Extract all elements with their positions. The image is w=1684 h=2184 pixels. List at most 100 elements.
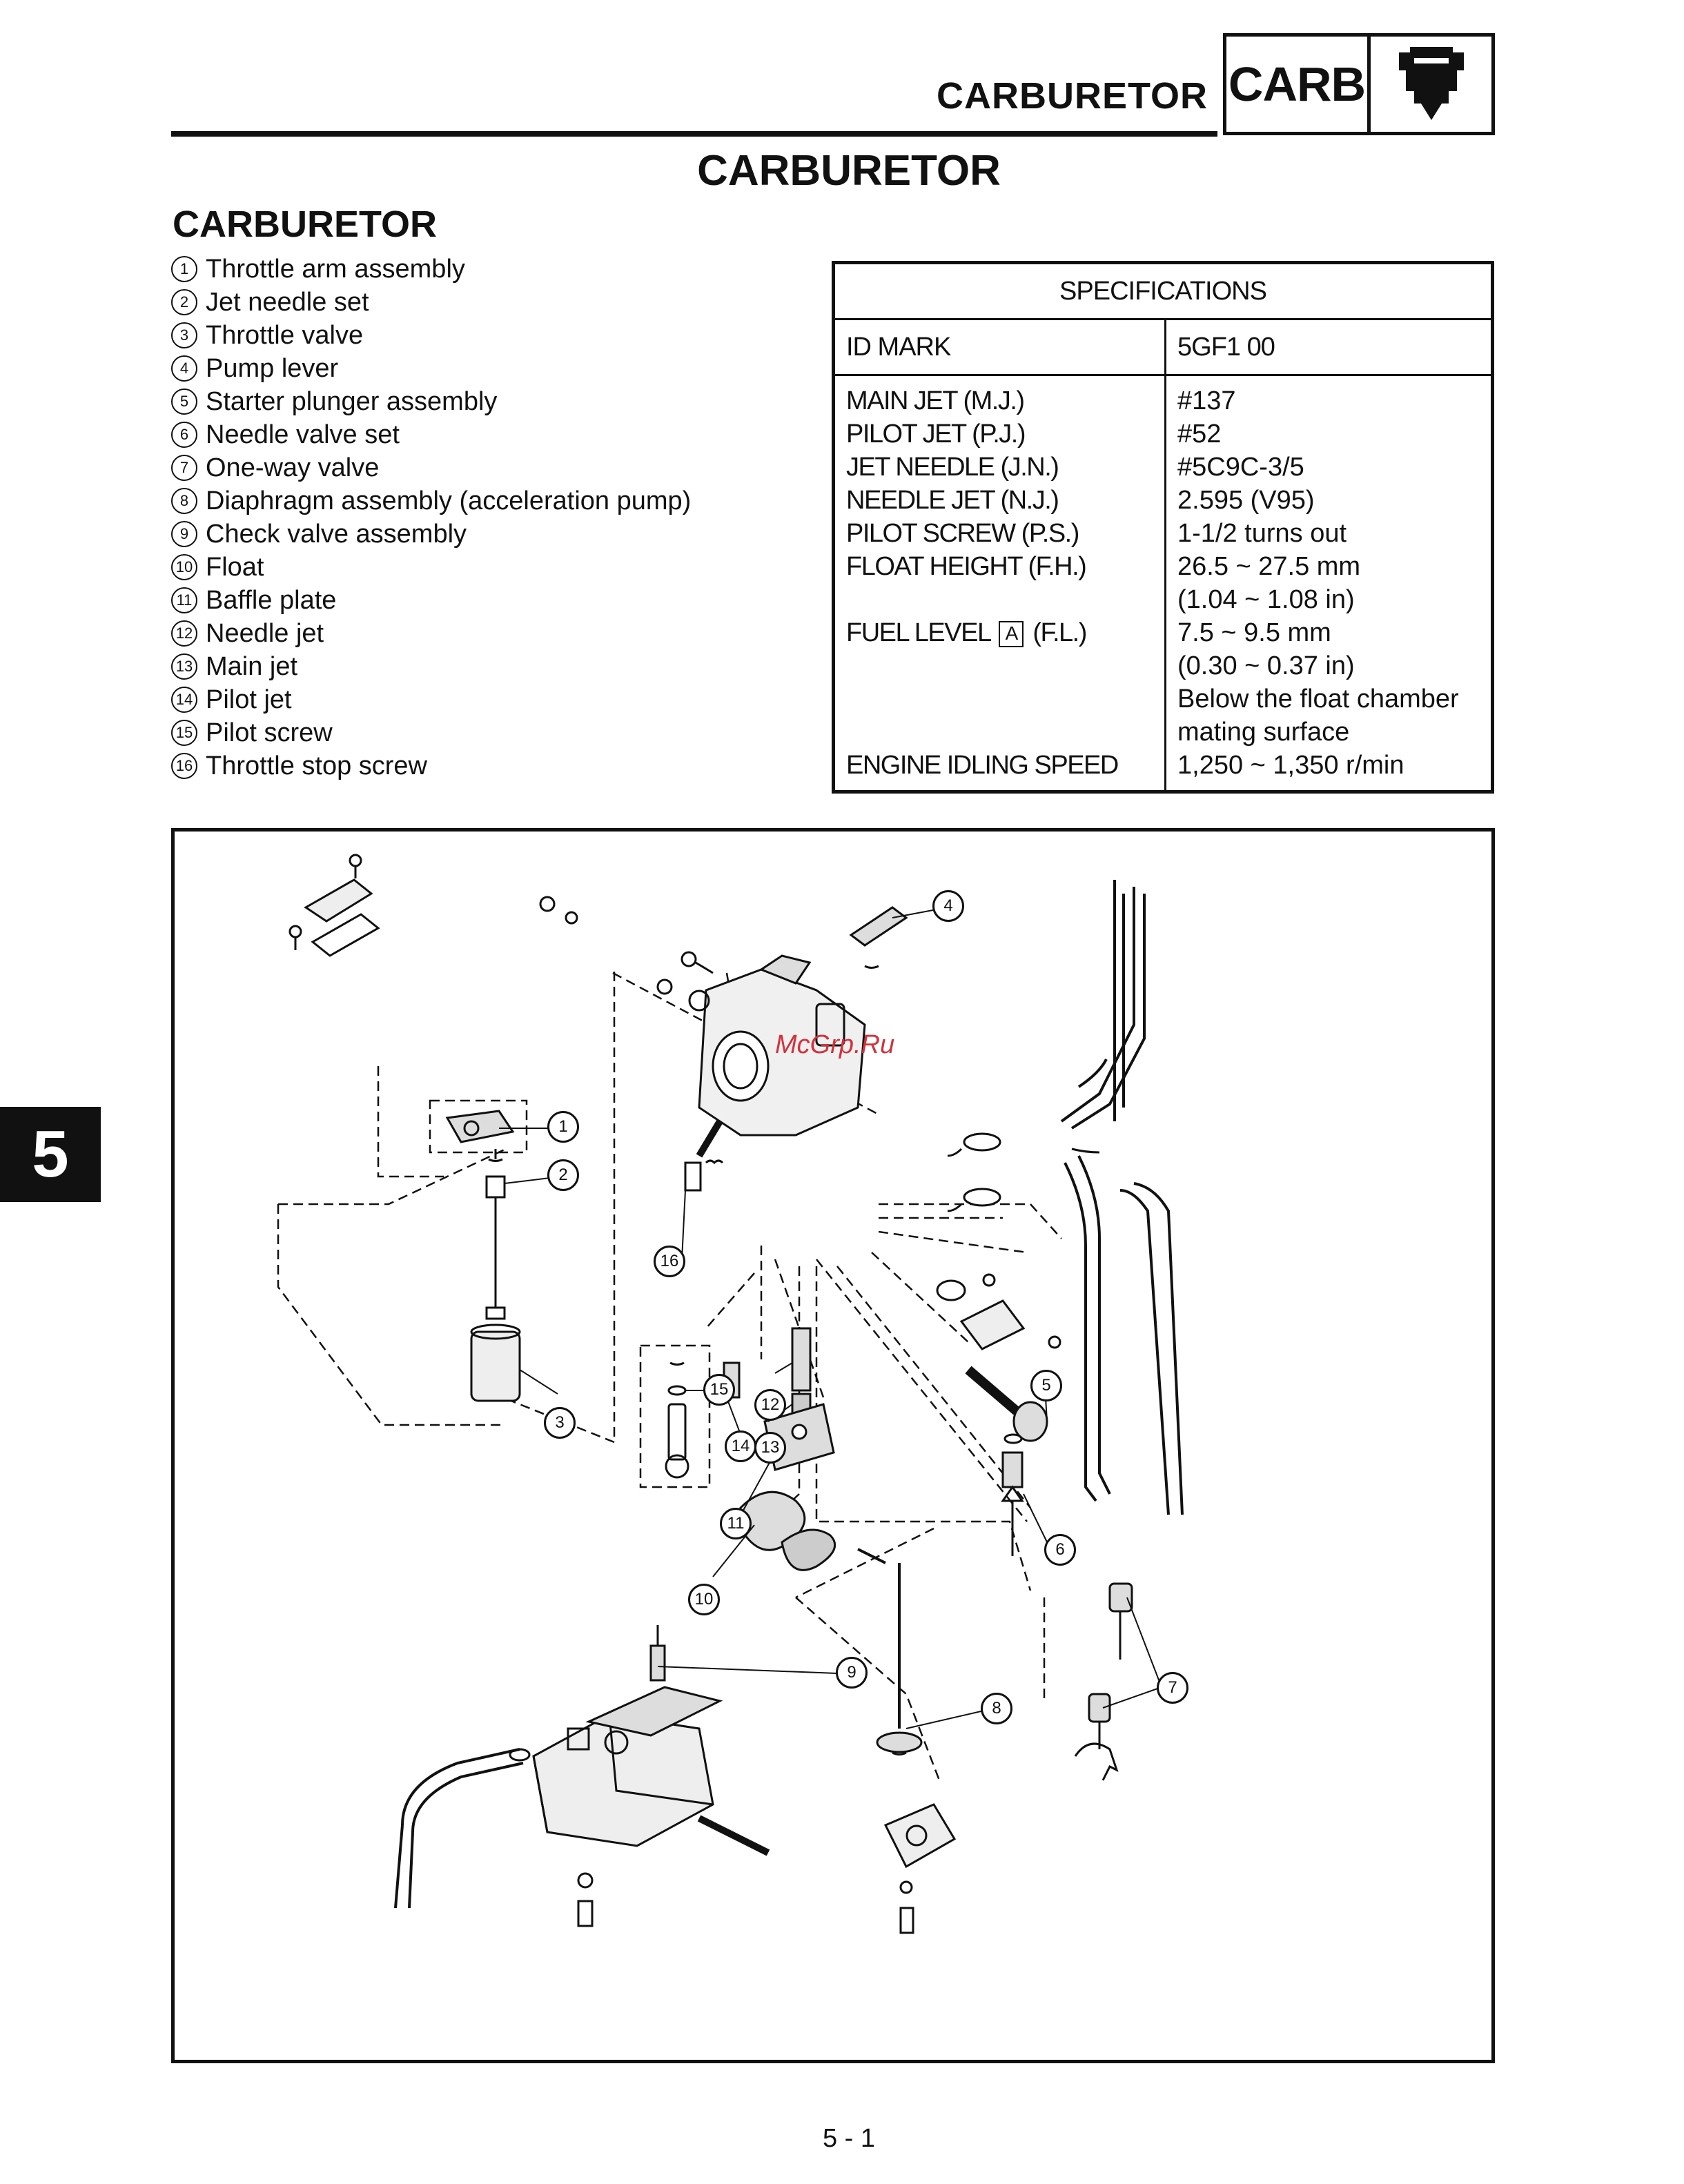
spec-label: ENGINE IDLING SPEED xyxy=(846,751,1119,780)
chapter-tab: 5 xyxy=(0,1107,101,1202)
running-header-title: CARBURETOR xyxy=(936,75,1208,117)
spec-label: NEEDLE JET (N.J.) xyxy=(846,486,1059,515)
legend-label: Throttle stop screw xyxy=(206,751,427,780)
spec-value: #137 xyxy=(1177,386,1236,415)
legend-label: Pilot jet xyxy=(206,685,292,714)
screw-icon xyxy=(539,896,556,912)
throttle-arm-group-box xyxy=(429,1099,528,1154)
spec-value: #52 xyxy=(1177,420,1222,449)
specifications-table: SPECIFICATIONS ID MARK 5GF1 00 MAIN JET … xyxy=(832,261,1494,794)
legend-label: Baffle plate xyxy=(206,586,337,615)
chapter-code: CARB xyxy=(1226,37,1371,132)
legend-number: 13 xyxy=(171,653,197,680)
callout-10: 10 xyxy=(688,1584,720,1615)
legend-item: 9 Check valve assembly xyxy=(171,518,691,551)
callout-9: 9 xyxy=(836,1657,868,1689)
legend-number: 11 xyxy=(171,587,197,613)
spec-label: MAIN JET (M.J.) xyxy=(846,386,1025,415)
legend-item: 11 Baffle plate xyxy=(171,584,691,617)
spec-value: 2.595 (V95) xyxy=(1177,486,1315,515)
spring-icon xyxy=(488,1158,503,1162)
watermark-text: McGrp.Ru xyxy=(775,1030,895,1059)
legend-label: Throttle arm assembly xyxy=(206,255,465,284)
legend-label: Jet needle set xyxy=(206,288,369,317)
float xyxy=(739,1491,806,1551)
spec-label: PILOT JET (P.J.) xyxy=(846,420,1026,449)
legend-number: 14 xyxy=(171,687,197,713)
callout-14: 14 xyxy=(725,1430,756,1462)
legend-label: Check valve assembly xyxy=(206,520,467,549)
one-way-valve xyxy=(1108,1582,1133,1613)
spec-label: JET NEEDLE (J.N.) xyxy=(846,453,1059,482)
legend-number: 3 xyxy=(171,322,197,348)
dimension-mark-a: A xyxy=(999,620,1024,647)
screw-icon xyxy=(577,1900,594,1927)
legend-number: 16 xyxy=(171,753,197,779)
spec-value: Below the float chamber xyxy=(1177,685,1459,714)
screw-icon xyxy=(899,1907,914,1934)
needle-clip xyxy=(485,1175,506,1199)
throttle-arm xyxy=(445,1110,515,1143)
callout-13: 13 xyxy=(754,1432,786,1464)
spec-values-column: #137 #52 #5C9C-3/5 2.595 (V95) 1-1/2 tur… xyxy=(1166,376,1491,790)
legend-number: 9 xyxy=(171,521,197,547)
legend-number: 6 xyxy=(171,422,197,448)
spec-value: #5C9C-3/5 xyxy=(1177,453,1304,482)
callout-1: 1 xyxy=(547,1111,579,1143)
legend-number: 7 xyxy=(171,455,197,481)
spec-label: FLOAT HEIGHT (F.H.) xyxy=(846,552,1087,581)
callout-8: 8 xyxy=(981,1693,1012,1724)
carburetor-icon xyxy=(1371,37,1491,132)
throttle-valve xyxy=(470,1330,521,1402)
diaphragm xyxy=(876,1731,923,1753)
float-pin xyxy=(857,1548,886,1564)
spec-label-fuel-level: FUEL LEVEL A (F.L.) xyxy=(846,616,1164,649)
spec-value: 1,250 ~ 1,350 r/min xyxy=(1177,751,1404,780)
pump-cover xyxy=(883,1803,957,1869)
legend-label: One-way valve xyxy=(206,453,380,482)
legend-number: 8 xyxy=(171,488,197,514)
needle-jet xyxy=(791,1327,812,1392)
cover-gasket xyxy=(311,913,380,957)
legend-number: 5 xyxy=(171,388,197,415)
callout-7: 7 xyxy=(1157,1672,1188,1704)
page-number: 5 - 1 xyxy=(822,2124,876,2153)
screw-icon xyxy=(288,925,302,938)
legend-item: 7 One-way valve xyxy=(171,451,691,484)
screw-icon xyxy=(577,1872,594,1889)
legend-label: Starter plunger assembly xyxy=(206,387,498,416)
callout-4: 4 xyxy=(932,890,964,922)
assembly-leader-lines xyxy=(277,972,1062,1784)
fuel-level-abbr: (F.L.) xyxy=(1032,618,1087,647)
screw-icon xyxy=(681,951,697,967)
page-title: CARBURETOR xyxy=(697,147,1001,195)
drain-screw xyxy=(697,1815,770,1856)
spec-value: 26.5 ~ 27.5 mm xyxy=(1177,552,1361,581)
legend-label: Diaphragm assembly (acceleration pump) xyxy=(206,486,692,515)
legend-number: 15 xyxy=(171,720,197,746)
pump-lever xyxy=(849,906,908,947)
callout-15: 15 xyxy=(703,1374,735,1406)
legend-item: 8 Diaphragm assembly (acceleration pump) xyxy=(171,484,691,518)
legend-item: 5 Starter plunger assembly xyxy=(171,385,691,418)
callout-11: 11 xyxy=(720,1508,752,1539)
legend-item: 16 Throttle stop screw xyxy=(171,749,691,783)
section-heading: CARBURETOR xyxy=(173,204,438,245)
check-valve xyxy=(649,1644,666,1682)
plunger-cover xyxy=(959,1299,1026,1350)
exploded-view-drawing xyxy=(277,854,1184,1934)
legend-label: Needle jet xyxy=(206,619,324,648)
spring-icon xyxy=(892,1751,907,1755)
spring-icon xyxy=(864,965,879,969)
id-mark-label: ID MARK xyxy=(835,320,1166,374)
legend-item: 14 Pilot jet xyxy=(171,683,691,716)
header-rule xyxy=(171,131,1217,137)
